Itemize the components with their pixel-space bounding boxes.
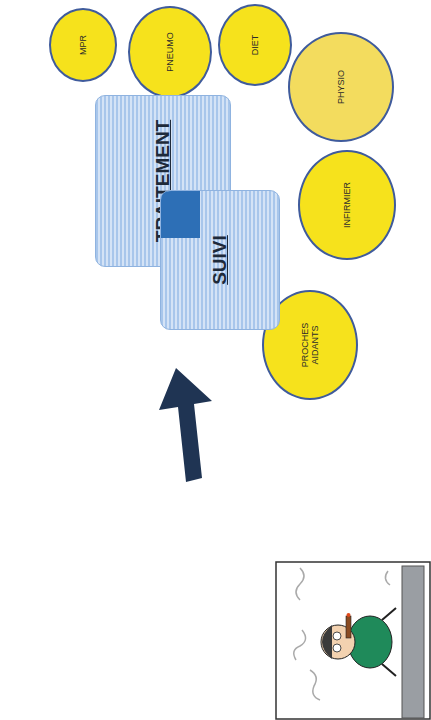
- node-label: PNEUMO: [165, 17, 175, 87]
- stage-band: SUIVI: [160, 190, 280, 330]
- node-label: DIET: [250, 15, 260, 75]
- actor-circle: MPR: [49, 8, 117, 82]
- node-label: MPR: [78, 15, 88, 75]
- node-label: SUIVI: [209, 205, 231, 315]
- actor-circle: PHYSIO: [288, 32, 394, 142]
- node-label: PHYSIO: [336, 47, 346, 127]
- actor-circle: DIET: [218, 4, 292, 86]
- overlap-shape: [161, 191, 200, 238]
- big-arrow: [159, 368, 212, 482]
- node-label: PROCHES AIDANTS: [300, 315, 320, 375]
- node-label: INFIRMIER: [342, 165, 352, 245]
- actor-circle: INFIRMIER: [298, 150, 396, 260]
- actor-circle: PNEUMO: [128, 6, 212, 98]
- smoker-illustration: [276, 562, 430, 719]
